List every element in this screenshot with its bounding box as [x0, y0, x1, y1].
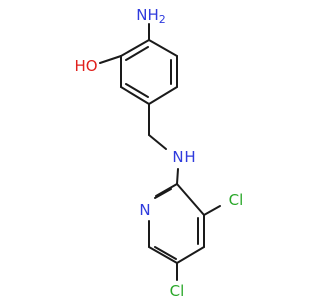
bond-c5py-c4py — [176, 246, 205, 264]
bond-c3-c4 — [148, 86, 178, 105]
atom-labels: NH2 HO N H N Cl Cl — [74, 6, 243, 300]
cl-lower-label: Cl — [170, 282, 185, 300]
bond-ch2-n — [148, 134, 167, 150]
pyridine-n-label: N — [139, 201, 150, 219]
bond-c6py-c5py — [148, 246, 178, 264]
amine-n-label: N — [172, 148, 183, 166]
bond-c6-c1 — [120, 39, 150, 57]
bond-c2py-npy — [155, 183, 178, 197]
bond-c2py-npy-inner — [154, 188, 172, 199]
bond-c6-oh — [99, 55, 122, 64]
bond-c3py-c2py — [176, 183, 205, 216]
cl-upper-label: Cl — [229, 191, 244, 209]
bond-c1-c2 — [148, 39, 178, 57]
nh2-label: NH2 — [136, 6, 166, 26]
structure-canvas: NH2 HO N H N Cl Cl — [74, 6, 243, 300]
bond-c3py-cl — [203, 205, 221, 216]
bond-n-c2py — [176, 168, 179, 185]
bond-c6-c1-inner — [125, 46, 149, 61]
bond-c4-c5 — [120, 86, 150, 105]
bond-c6py-c5py-inner — [154, 246, 177, 260]
oh-label: HO — [74, 57, 97, 75]
bond-c4-c5-inner — [125, 83, 149, 98]
amine-h-label: H — [184, 148, 195, 166]
molecule-diagram: NH2 HO N H N Cl Cl — [74, 6, 243, 300]
bonds — [99, 23, 221, 281]
